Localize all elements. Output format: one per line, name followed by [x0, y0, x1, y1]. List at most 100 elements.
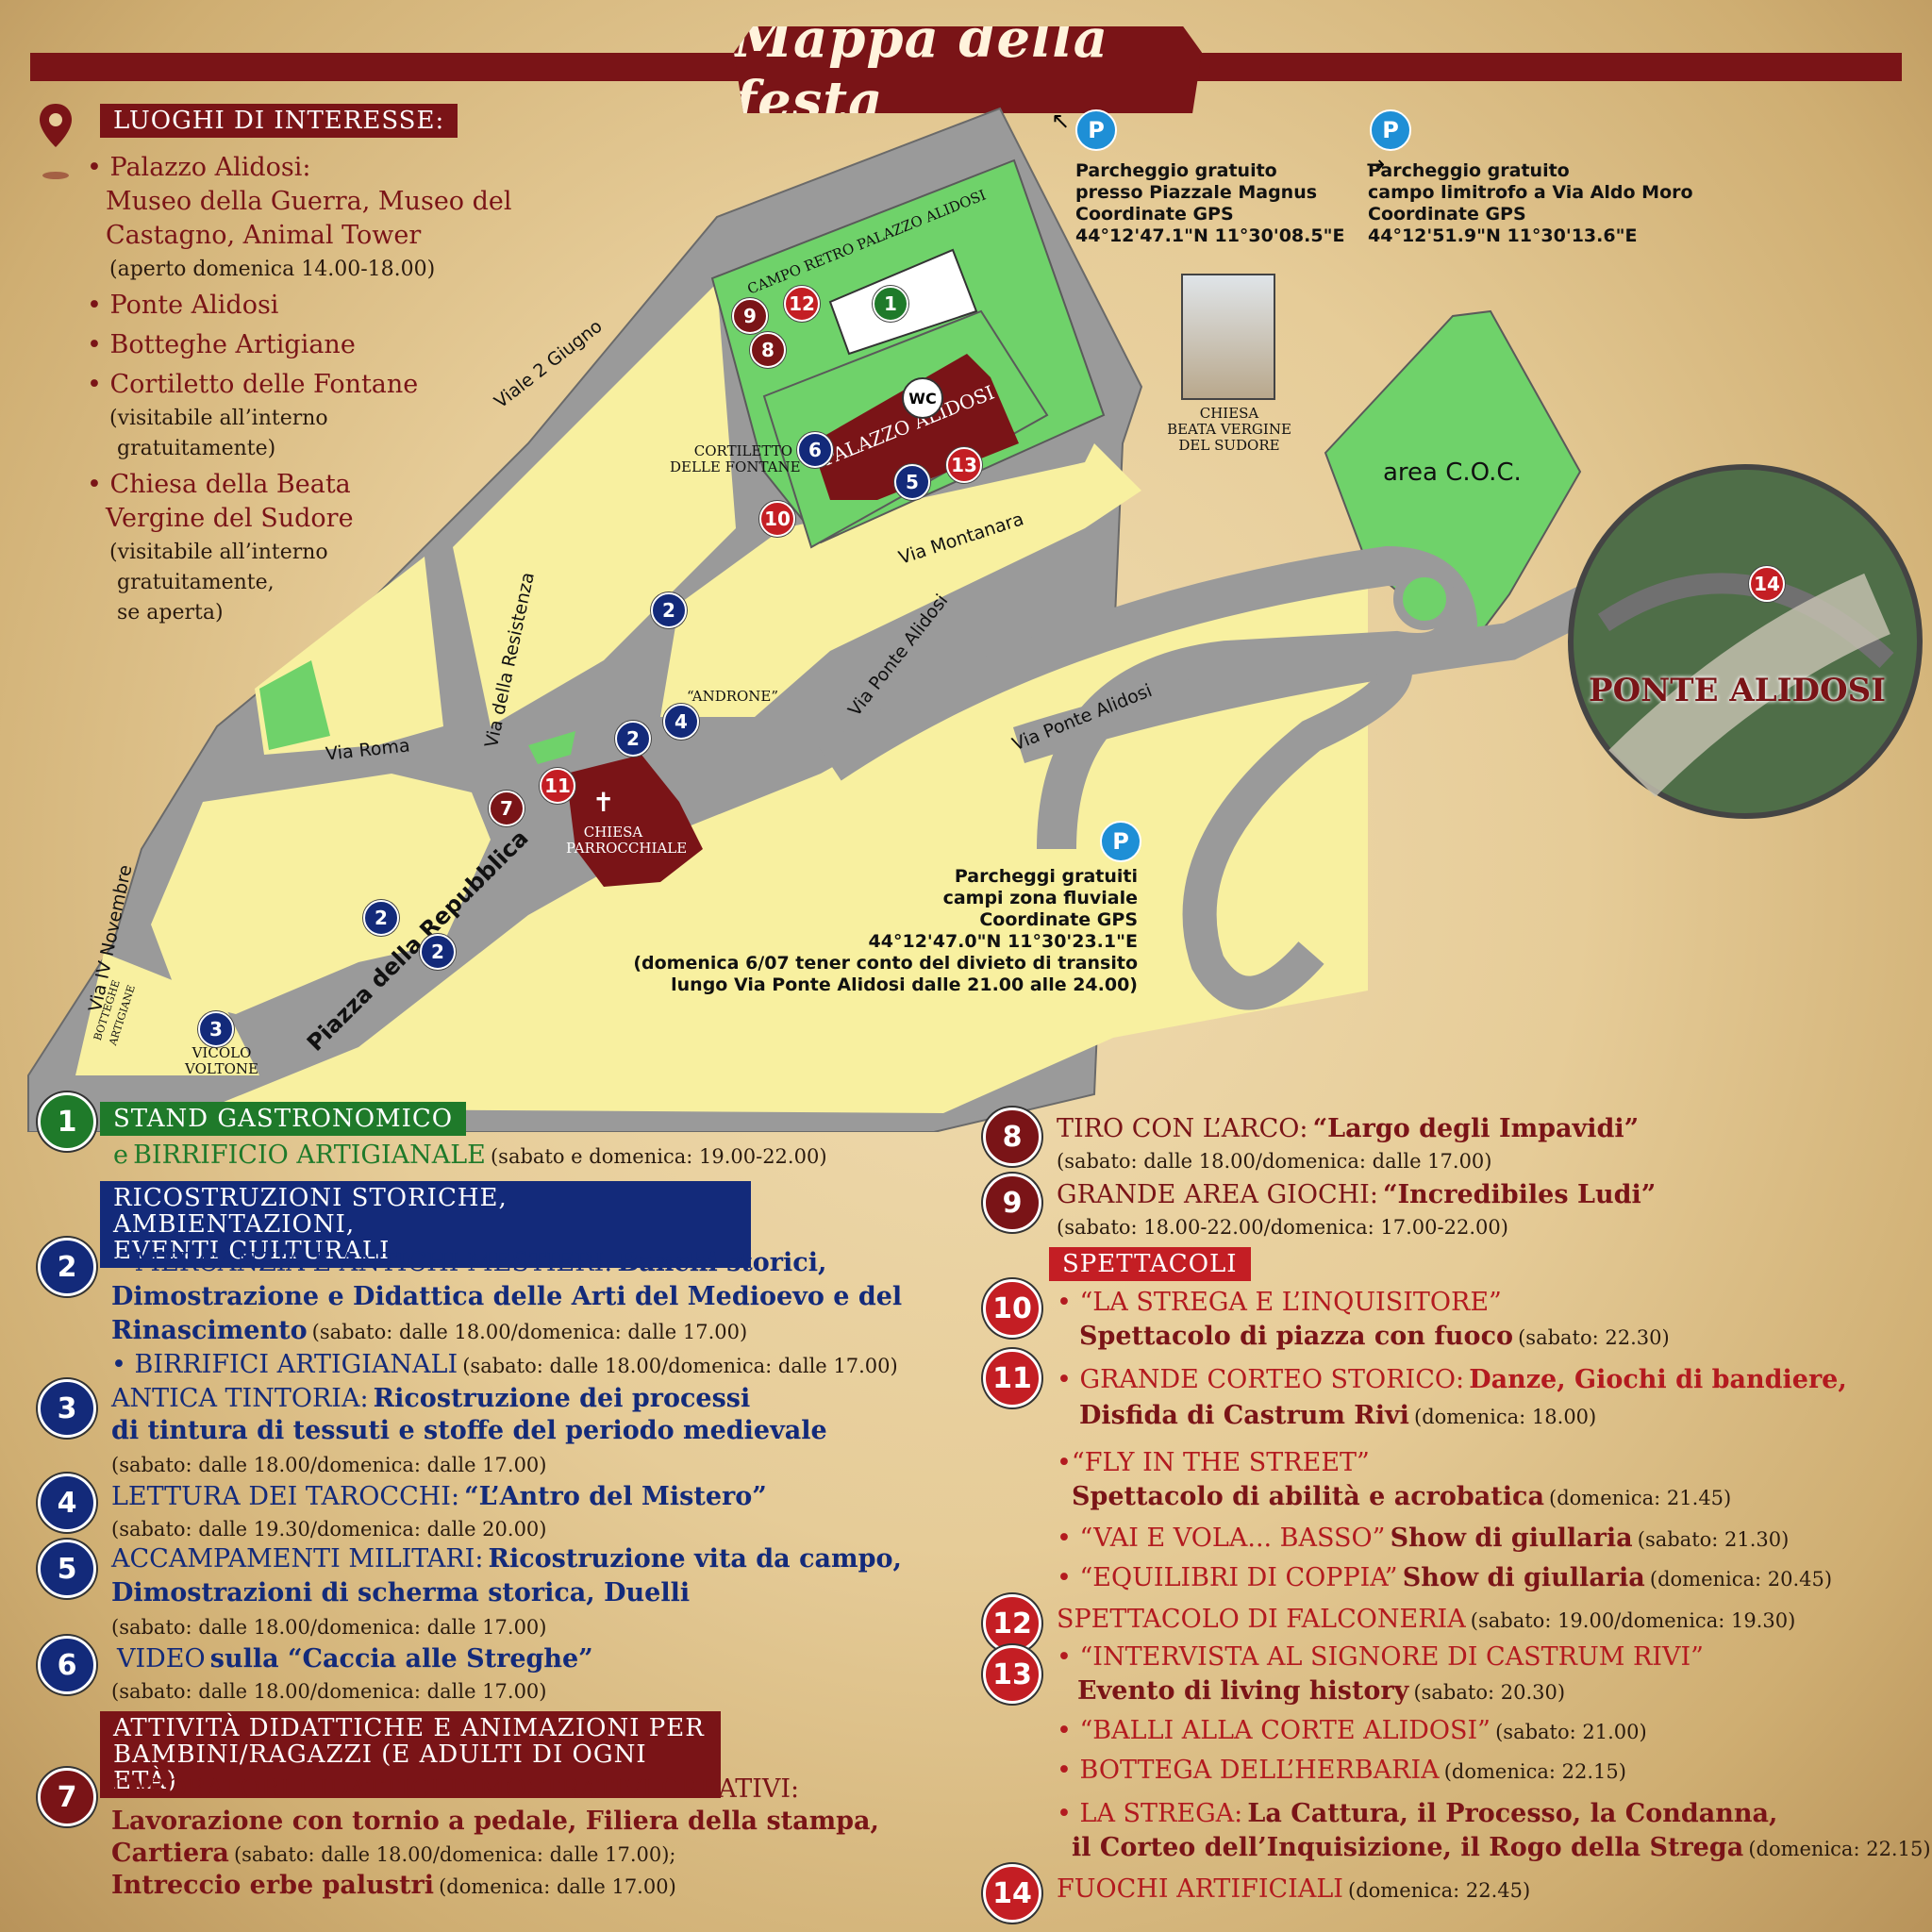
legend-strega-cap: • LA STREGA: [1057, 1799, 1243, 1828]
parking-3-l5: (domenica 6/07 tener conto del divieto d… [633, 953, 1138, 974]
map-marker-2d[interactable]: 2 [420, 934, 456, 970]
legend-strega-b-bold: il Corteo dell’Inquisizione, il Rogo del… [1072, 1833, 1744, 1862]
parking-3-l1: Parcheggi gratuiti [954, 866, 1138, 887]
legend-equ-time: (domenica: 20.45) [1649, 1568, 1833, 1591]
legend-fly-bold: Spettacolo di abilità e acrobatica [1072, 1482, 1544, 1511]
parking-icon-3[interactable]: P [1100, 821, 1141, 862]
luogo-palazzo[interactable]: • Palazzo Alidosi: [87, 153, 311, 182]
legend-item-11a[interactable]: • GRANDE CORTEO STORICO: Danze, Giochi d… [1057, 1364, 1847, 1399]
legend-item-6-time: (sabato: dalle 18.00/domenica: dalle 17.… [111, 1680, 547, 1703]
map-marker-3[interactable]: 3 [198, 1011, 234, 1047]
map-marker-6[interactable]: 6 [797, 432, 833, 468]
legend-balli-time: (sabato: 21.00) [1495, 1721, 1647, 1743]
legend-2a-bold: Banchi storici, [617, 1248, 827, 1277]
legend-8-bold: “Largo degli Impavidi” [1312, 1114, 1640, 1143]
legend-item-4[interactable]: LETTURA DEI TAROCCHI: “L’Antro del Miste… [111, 1481, 767, 1516]
legend-3a-bold: Ricostruzione dei processi [373, 1384, 751, 1413]
parking-3-l3: Coordinate GPS [979, 909, 1138, 930]
map-marker-7[interactable]: 7 [489, 791, 525, 826]
legend-7c-time: (sabato: dalle 18.00/domenica: dalle 17.… [233, 1843, 676, 1866]
parking-1-l1: Parcheggio gratuito [1075, 160, 1277, 181]
legend-item-bottega[interactable]: • BOTTEGA DELL’HERBARIA (domenica: 22.15… [1057, 1755, 1626, 1790]
legend-item-10a[interactable]: • “LA STREGA E L’INQUISITORE” [1057, 1288, 1502, 1317]
cortiletto-l1: CORTILETTO [693, 442, 792, 459]
legend-item-fly-desc: Spettacolo di abilità e acrobatica (dome… [1072, 1481, 1731, 1516]
map-marker-12[interactable]: 12 [784, 286, 820, 322]
legend-10-time: (sabato: 22.30) [1518, 1326, 1670, 1349]
luogo-botteghe[interactable]: • Botteghe Artigiane [87, 330, 356, 359]
legend-12-cap: SPETTACOLO DI FALCONERIA [1057, 1605, 1466, 1634]
map-marker-13[interactable]: 13 [946, 447, 982, 483]
parking-2-l2: campo limitrofo a Via Aldo Moro [1368, 182, 1693, 203]
legend-item-3a[interactable]: ANTICA TINTORIA: Ricostruzione dei proce… [111, 1383, 750, 1418]
legend-item-2d[interactable]: • BIRRIFICI ARTIGIANALI (sabato: dalle 1… [111, 1349, 898, 1384]
title-banner: Mappa della festa [734, 26, 1202, 113]
legend-6-bold: sulla “Caccia alle Streghe” [209, 1644, 593, 1674]
legend-item-5a[interactable]: ACCAMPAMENTI MILITARI: Ricostruzione vit… [111, 1543, 902, 1578]
parking-icon-1[interactable]: P [1075, 109, 1117, 151]
luogo-chiesa[interactable]: • Chiesa della Beata [87, 470, 351, 499]
parking-2-l1: Parcheggio gratuito [1368, 160, 1570, 181]
legend-item-13a[interactable]: • “INTERVISTA AL SIGNORE DI CASTRUM RIVI… [1057, 1642, 1704, 1672]
legend-item-14[interactable]: FUOCHI ARTIFICIALI (domenica: 22.45) [1057, 1874, 1530, 1908]
map-marker-2c[interactable]: 2 [363, 900, 399, 936]
legend-2d-time: (sabato: dalle 18.00/domenica: dalle 17.… [462, 1355, 898, 1377]
legend-number-13: 13 [983, 1645, 1041, 1704]
chiesa-parr-label: CHIESA PARROCCHIALE [566, 824, 687, 857]
legend-2d-cap: • BIRRIFICI ARTIGIANALI [111, 1350, 458, 1379]
legend-number-4: 4 [38, 1474, 96, 1532]
luogo-ponte[interactable]: • Ponte Alidosi [87, 291, 279, 320]
map-marker-4[interactable]: 4 [663, 704, 699, 740]
legend-header-attivita: ATTIVITÀ DIDATTICHE E ANIMAZIONI PER BAM… [100, 1711, 721, 1798]
parking-icon-2[interactable]: P [1370, 109, 1411, 151]
legend-item-vai[interactable]: • “VAI E VOLA... BASSO” Show di giullari… [1057, 1523, 1789, 1557]
vicolo-label: VICOLO VOLTONE [179, 1045, 264, 1077]
map-marker-9[interactable]: 9 [732, 298, 768, 334]
map-marker-2b[interactable]: 2 [615, 721, 651, 757]
legend-item-balli[interactable]: • “BALLI ALLA CORTE ALIDOSI” (sabato: 21… [1057, 1715, 1647, 1750]
luogo-chiesa-note3: se aperta) [117, 601, 224, 625]
legend-item-equ[interactable]: • “EQUILIBRI DI COPPIA” Show di giullari… [1057, 1562, 1832, 1597]
legend-item-8[interactable]: TIRO CON L’ARCO: “Largo degli Impavidi” [1057, 1113, 1639, 1148]
legend-ric-l2: EVENTI CULTURALI [113, 1237, 391, 1265]
legend-vai-time: (sabato: 21.30) [1637, 1528, 1790, 1551]
roundabout [1393, 568, 1456, 630]
map-marker-14[interactable]: 14 [1749, 566, 1785, 602]
legend-number-2: 2 [38, 1238, 96, 1296]
legend-item-fly[interactable]: •“FLY IN THE STREET” [1057, 1448, 1370, 1477]
legend-1-birrificio: BIRRIFICIO ARTIGIANALE [133, 1141, 486, 1170]
map-marker-10[interactable]: 10 [759, 501, 795, 537]
legend-item-2a[interactable]: • MERCANZIA E ANTICHI MESTIERI: Banchi s… [111, 1247, 826, 1282]
legend-header-spettacoli: SPETTACOLI [1049, 1247, 1251, 1281]
legend-item-2c: Rinascimento (sabato: dalle 18.00/domeni… [111, 1315, 747, 1350]
legend-item-strega[interactable]: • LA STREGA: La Cattura, il Processo, la… [1057, 1798, 1777, 1833]
legend-5a-bold: Ricostruzione vita da campo, [488, 1544, 902, 1574]
parking-2-l3: Coordinate GPS [1368, 204, 1526, 225]
legend-strega-bold: La Cattura, il Processo, la Condanna, [1247, 1799, 1778, 1828]
legend-item-1[interactable]: e BIRRIFICIO ARTIGIANALE (sabato e domen… [113, 1140, 827, 1174]
luogo-cortiletto[interactable]: • Cortiletto delle Fontane [87, 370, 419, 399]
chiesa-parr-l1: CHIESA [583, 824, 643, 841]
map-marker-2a[interactable]: 2 [651, 592, 687, 628]
map-marker-11[interactable]: 11 [540, 768, 575, 804]
legend-item-2b: Dimostrazione e Didattica delle Arti del… [111, 1282, 903, 1311]
parking-text-3: Parcheggi gratuiti campi zona fluviale C… [623, 866, 1138, 996]
parking-text-2: Parcheggio gratuito campo limitrofo a Vi… [1368, 160, 1693, 247]
lot-north [453, 283, 736, 726]
luogo-cortiletto-note2: gratuitamente) [117, 437, 276, 460]
legend-item-12[interactable]: SPETTACOLO DI FALCONERIA (sabato: 19.00/… [1057, 1604, 1795, 1639]
legend-item-9-time: (sabato: 18.00-22.00/domenica: 17.00-22.… [1057, 1216, 1508, 1239]
map-marker-1[interactable]: 1 [873, 286, 908, 322]
legend-item-7a[interactable]: LABORATORI DIDATTICI-DIMOSTRATIVI-CREATI… [111, 1774, 800, 1804]
legend-item-6[interactable]: VIDEO sulla “Caccia alle Streghe” [117, 1643, 593, 1678]
legend-item-9[interactable]: GRANDE AREA GIOCHI: “Incredibiles Ludi” [1057, 1179, 1656, 1214]
legend-number-14: 14 [983, 1864, 1041, 1923]
legend-7c-bold: Cartiera [111, 1839, 229, 1868]
luogo-palazzo-l2: Museo della Guerra, Museo del [106, 187, 512, 216]
map-marker-5[interactable]: 5 [894, 464, 930, 500]
ponte-alidosi-road-lower [1012, 568, 1631, 764]
legend-vai-bold: Show di giullaria [1390, 1524, 1633, 1553]
lot-south [208, 566, 1368, 1113]
map-marker-8[interactable]: 8 [750, 332, 786, 368]
